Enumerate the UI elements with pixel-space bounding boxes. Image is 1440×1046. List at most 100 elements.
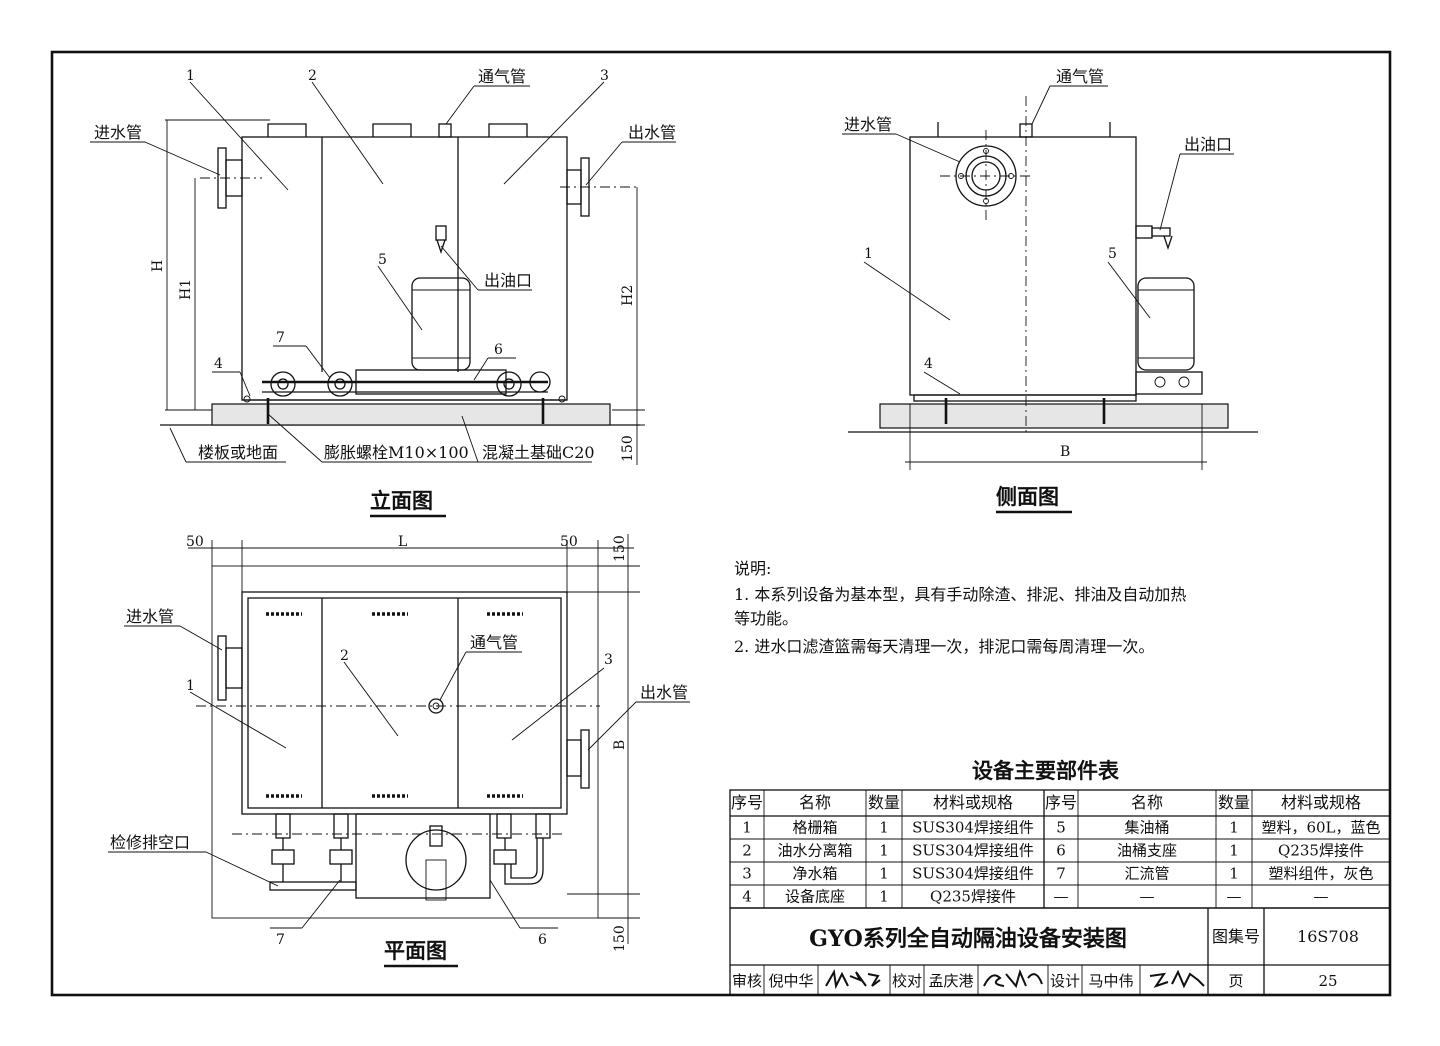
plan-dim-50-left: 50 xyxy=(186,534,204,550)
table-cell: 油桶支座 xyxy=(1117,842,1177,860)
side-n4: 4 xyxy=(924,356,933,372)
plan-vent-label: 通气管 xyxy=(470,633,518,652)
table-header-cell: 材料或规格 xyxy=(933,793,1013,812)
design-label: 设计 xyxy=(1050,972,1080,990)
plan-dim-150-bottom: 150 xyxy=(612,925,628,952)
elevation-title: 立面图 xyxy=(370,488,433,513)
side-n5: 5 xyxy=(1108,246,1117,262)
table-cell: 1 xyxy=(879,842,889,860)
reviewer-signature xyxy=(825,968,881,990)
elev-floor-label: 楼板或地面 xyxy=(198,443,278,462)
table-cell: 设备底座 xyxy=(785,888,845,906)
parts-table-title: 设备主要部件表 xyxy=(972,758,1120,783)
table-cell: 1 xyxy=(742,819,752,837)
elev-oil-outlet-label: 出油口 xyxy=(484,271,532,290)
atlas-label: 图集号 xyxy=(1212,927,1260,946)
table-cell: 1 xyxy=(1229,819,1239,837)
designer-signature xyxy=(1149,969,1205,989)
plan-n6: 6 xyxy=(538,932,547,948)
table-header-cell: 材料或规格 xyxy=(1281,793,1361,812)
elev-dim-150: 150 xyxy=(620,435,636,462)
notes-heading: 说明: xyxy=(734,559,771,578)
plan-outlet-label: 出水管 xyxy=(640,683,688,702)
notes-block: 说明: 1. 本系列设备为基本型，具有手动除渣、排泥、排油及自动加热 等功能。 … xyxy=(734,559,1186,656)
title-block: GYO系列全自动隔油设备安装图 图集号 16S708 审核 倪中华 校对 孟庆港… xyxy=(729,907,1391,996)
elev-n3: 3 xyxy=(600,68,609,84)
elev-dim-H: H xyxy=(150,260,166,272)
table-cell: 5 xyxy=(1056,819,1066,837)
plan-drain-label: 检修排空口 xyxy=(110,833,190,852)
elev-n7: 7 xyxy=(276,330,285,346)
elev-outlet-label: 出水管 xyxy=(628,123,676,142)
checker-signature xyxy=(983,969,1043,989)
table-cell: SUS304焊接组件 xyxy=(912,865,1034,883)
table-cell: 4 xyxy=(742,888,752,906)
side-dim-B: B xyxy=(1060,444,1070,460)
plan-n1: 1 xyxy=(186,678,195,694)
table-header-cell: 数量 xyxy=(1218,793,1250,812)
elev-bolt-label: 膨胀螺栓M10×100 xyxy=(324,443,469,462)
side-view: 通气管 进水管 出油口 1 5 4 B 侧面图 xyxy=(842,67,1258,514)
table-cell: 1 xyxy=(879,819,889,837)
page-label: 页 xyxy=(1228,972,1243,990)
plan-n2: 2 xyxy=(340,648,349,664)
plan-dim-L: L xyxy=(398,534,407,550)
table-cell: Q235焊接件 xyxy=(1278,842,1364,860)
table-cell: 2 xyxy=(742,842,752,860)
elevation-view: 1 2 3 通气管 进水管 出水管 出油口 5 7 6 4 楼板或地面 膨胀螺栓… xyxy=(90,67,676,518)
side-n1: 1 xyxy=(864,246,873,262)
plan-n7: 7 xyxy=(276,932,285,948)
table-header-cell: 名称 xyxy=(799,793,831,812)
parts-table: 设备主要部件表 xyxy=(729,758,1391,909)
checker-name: 孟庆港 xyxy=(928,972,973,990)
table-cell: 集油桶 xyxy=(1124,819,1169,837)
notes-item-2: 2. 进水口滤渣篮需每天清理一次，排泥口需每周清理一次。 xyxy=(734,637,1154,656)
table-cell: 净水箱 xyxy=(792,865,837,883)
table-cell: 汇流管 xyxy=(1124,865,1169,883)
plan-title: 平面图 xyxy=(384,938,447,963)
elev-n1: 1 xyxy=(186,68,195,84)
plan-dim-50-right: 50 xyxy=(560,534,578,550)
table-cell: — xyxy=(1314,888,1329,906)
table-header-cell: 名称 xyxy=(1131,793,1163,812)
table-cell: 6 xyxy=(1056,842,1066,860)
table-cell: 3 xyxy=(742,865,752,883)
elev-vent-label: 通气管 xyxy=(478,67,526,86)
elev-n5: 5 xyxy=(378,252,387,268)
drawing-title: GYO系列全自动隔油设备安装图 xyxy=(809,926,1127,952)
table-cell: 格栅箱 xyxy=(792,819,837,837)
elev-n6: 6 xyxy=(494,342,503,358)
review-label: 审核 xyxy=(732,972,762,990)
designer-name: 马中伟 xyxy=(1088,972,1133,990)
table-cell: 油水分离箱 xyxy=(777,842,852,860)
table-cell: 塑料，60L，蓝色 xyxy=(1261,819,1380,837)
table-cell: Q235焊接件 xyxy=(930,888,1016,906)
side-oil-outlet-label: 出油口 xyxy=(1184,135,1232,154)
plan-n3: 3 xyxy=(604,652,613,668)
plan-view: 50 L 50 150 150 B 进水管 通气管 出水管 检修排空口 1 2 … xyxy=(108,534,690,968)
table-cell: SUS304焊接组件 xyxy=(912,819,1034,837)
elev-n4: 4 xyxy=(214,356,223,372)
elev-concrete-label: 混凝土基础C20 xyxy=(482,443,595,462)
page-number: 25 xyxy=(1318,972,1337,990)
table-cell: 塑料组件，灰色 xyxy=(1268,865,1373,883)
table-cell: 1 xyxy=(1229,842,1239,860)
side-inlet-label: 进水管 xyxy=(844,115,892,134)
elev-n2: 2 xyxy=(308,68,317,84)
table-cell: SUS304焊接组件 xyxy=(912,842,1034,860)
plan-inlet-label: 进水管 xyxy=(126,607,174,626)
side-title: 侧面图 xyxy=(996,484,1059,509)
table-cell: 1 xyxy=(879,888,889,906)
notes-item-1-cont: 等功能。 xyxy=(734,609,798,628)
table-header-cell: 序号 xyxy=(1045,793,1077,812)
table-cell: — xyxy=(1227,888,1242,906)
check-label: 校对 xyxy=(892,972,922,990)
table-cell: 7 xyxy=(1056,865,1066,883)
elev-dim-H2: H2 xyxy=(620,285,636,306)
elev-dim-H1: H1 xyxy=(178,279,194,300)
side-vent-label: 通气管 xyxy=(1056,67,1104,86)
table-header-cell: 数量 xyxy=(868,793,900,812)
notes-item-1: 1. 本系列设备为基本型，具有手动除渣、排泥、排油及自动加热 xyxy=(734,585,1186,604)
